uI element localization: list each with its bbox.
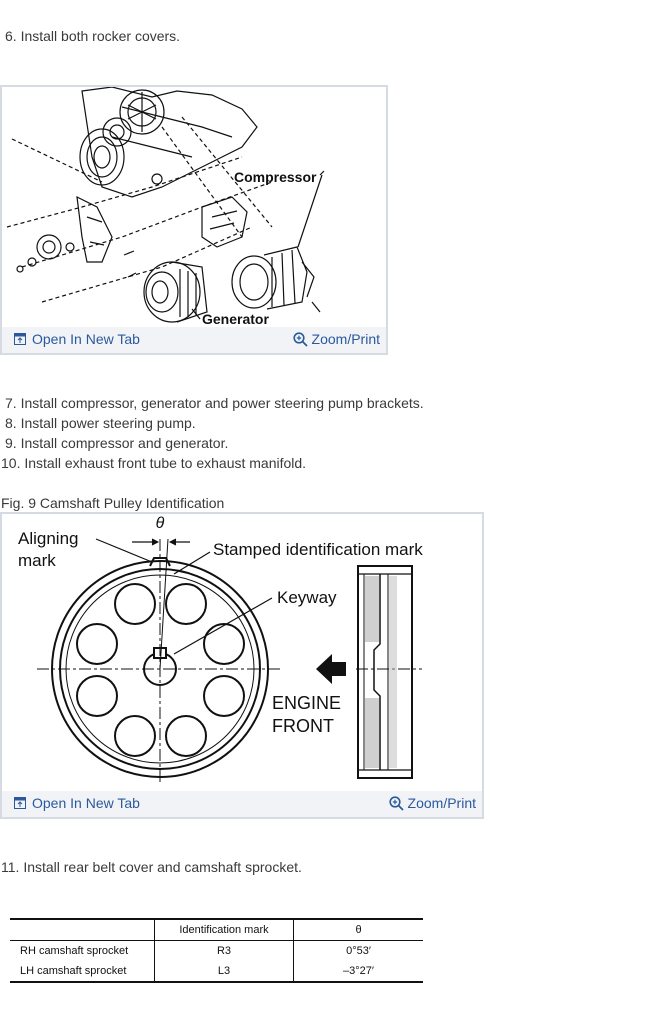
- label-theta: θ: [156, 515, 165, 532]
- table-cell: –3°27′: [293, 961, 423, 983]
- table-header-cell: Identification mark: [154, 918, 294, 941]
- open-new-tab-icon: [14, 333, 26, 345]
- sprocket-identification-table: Identification mark θ RH camshaft sprock…: [10, 918, 423, 983]
- figure-camshaft-pulley: θ Aligning mark Stamped identification m…: [0, 512, 484, 819]
- zoom-print-link[interactable]: Zoom/Print: [388, 795, 476, 811]
- table-header-cell: [10, 918, 155, 941]
- table-cell: RH camshaft sprocket: [10, 940, 155, 961]
- compressor-generator-diagram: Compressor Generator: [6, 87, 325, 327]
- table-cell: R3: [154, 940, 294, 961]
- open-new-tab-icon: [14, 797, 26, 809]
- table-cell: 0°53′: [346, 945, 371, 957]
- zoom-print-label: Zoom/Print: [311, 331, 380, 347]
- step-8: 8. Install power steering pump.: [5, 415, 196, 431]
- open-in-new-tab-label: Open In New Tab: [32, 795, 140, 811]
- step-6: 6. Install both rocker covers.: [5, 28, 181, 44]
- label-front: FRONT: [272, 716, 334, 736]
- step-9: 9. Install compressor and generator.: [5, 435, 229, 451]
- open-in-new-tab-label: Open In New Tab: [32, 331, 140, 347]
- label-stamped-identification: Stamped identification mark: [213, 540, 423, 559]
- open-in-new-tab-link[interactable]: Open In New Tab: [14, 331, 140, 347]
- figure-toolbar: Open In New Tab Zoom/Print: [2, 791, 482, 817]
- table-row: LH camshaft sprocket L3 –3°27′: [10, 961, 423, 983]
- zoom-print-label: Zoom/Print: [407, 795, 476, 811]
- table-cell: LH camshaft sprocket: [10, 961, 155, 983]
- zoom-print-link[interactable]: Zoom/Print: [292, 331, 380, 347]
- step-10: 10. Install exhaust front tube to exhaus…: [1, 455, 307, 471]
- table-header-cell: θ: [293, 918, 423, 941]
- step-11: 11. Install rear belt cover and camshaft…: [1, 859, 302, 875]
- camshaft-pulley-diagram: θ Aligning mark Stamped identification m…: [18, 515, 423, 784]
- table-header-row: Identification mark θ: [10, 918, 423, 941]
- label-engine: ENGINE: [272, 693, 341, 713]
- label-keyway: Keyway: [277, 588, 337, 607]
- figure-compressor-generator: Compressor Generator Open In New Tab Zoo…: [0, 85, 388, 355]
- open-in-new-tab-link[interactable]: Open In New Tab: [14, 795, 140, 811]
- label-aligning: Aligning: [18, 529, 79, 548]
- zoom-icon: [292, 331, 308, 347]
- table-cell: L3: [154, 961, 294, 983]
- label-generator: Generator: [202, 311, 269, 327]
- figure-caption: Fig. 9 Camshaft Pulley Identification: [1, 495, 225, 511]
- figure-toolbar: Open In New Tab Zoom/Print: [2, 327, 386, 353]
- label-compressor: Compressor: [234, 169, 317, 185]
- zoom-icon: [388, 795, 404, 811]
- step-7: 7. Install compressor, generator and pow…: [5, 395, 424, 411]
- table-row: RH camshaft sprocket R3 0°53′: [10, 940, 423, 961]
- label-mark: mark: [18, 551, 56, 570]
